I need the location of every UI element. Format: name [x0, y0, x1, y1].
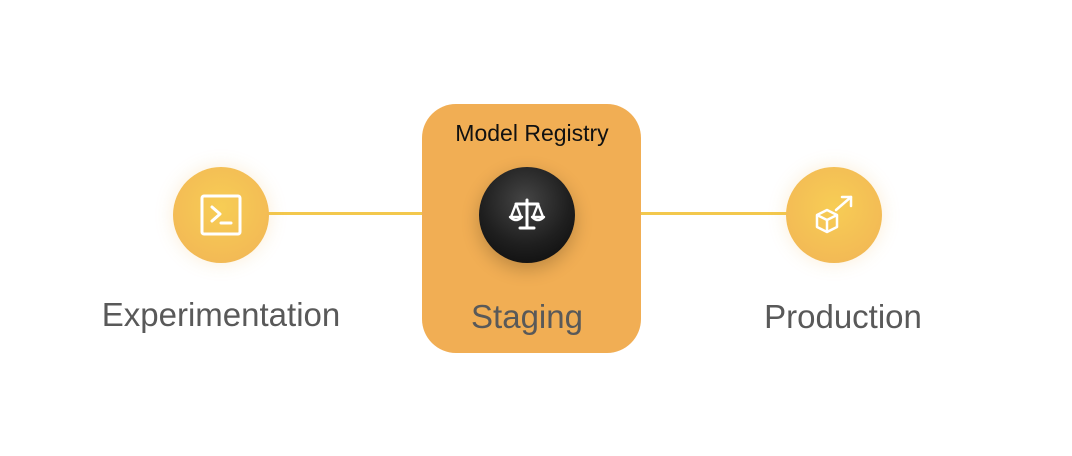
- production-node: [786, 167, 882, 263]
- connector-left: [266, 212, 480, 215]
- experimentation-node: [173, 167, 269, 263]
- experimentation-label: Experimentation: [101, 296, 341, 333]
- balance-scale-icon: [504, 192, 550, 238]
- model-registry-title: Model Registry: [455, 120, 609, 146]
- staging-node: [479, 167, 575, 263]
- connector-right: [574, 212, 788, 215]
- box-arrow-icon: [809, 190, 859, 240]
- terminal-icon: [198, 192, 244, 238]
- production-label: Production: [764, 298, 922, 335]
- staging-label: Staging: [471, 298, 583, 335]
